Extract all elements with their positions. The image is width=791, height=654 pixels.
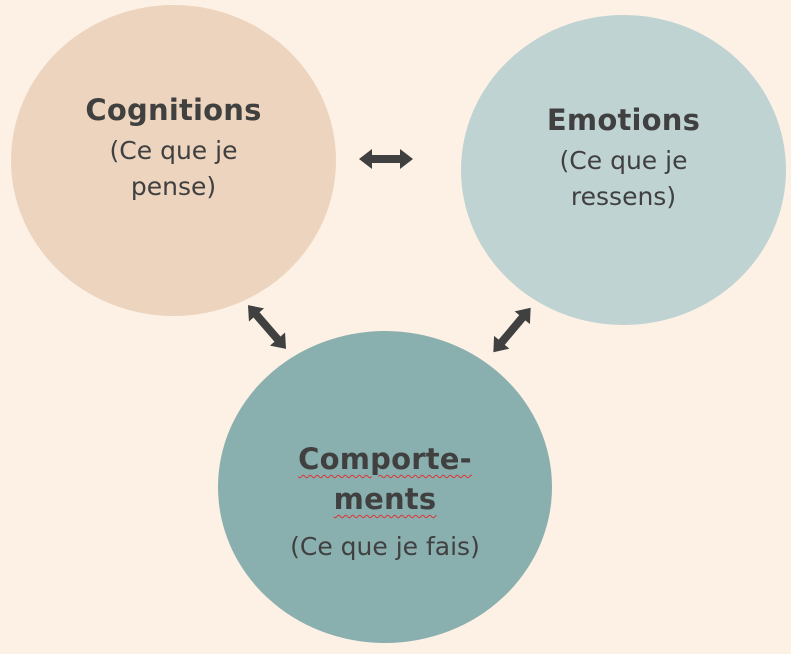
- comportements-title: Comporte- ments: [218, 439, 552, 519]
- cognitions-subtitle-line-2: pense): [130, 172, 217, 201]
- double-arrow-emotions-comportements: [493, 307, 531, 353]
- emotions-subtitle: (Ce que je ressens): [461, 143, 786, 215]
- cognitions-subtitle: (Ce que je pense): [11, 133, 336, 205]
- emotions-subtitle-line-1: (Ce que je: [559, 146, 688, 175]
- emotions-subtitle-line-2: ressens): [570, 182, 677, 211]
- double-arrow-cognitions-emotions: [359, 149, 413, 169]
- comportements-label: Comporte- ments (Ce que je fais): [218, 439, 552, 565]
- cognitions-circle: [11, 5, 336, 316]
- cognitions-label: Cognitions (Ce que je pense): [11, 96, 336, 205]
- emotions-label: Emotions (Ce que je ressens): [461, 106, 786, 215]
- comportements-title-line-2: ments: [333, 482, 437, 516]
- cognitions-title: Cognitions: [85, 93, 262, 127]
- comportements-title-line-1: Comporte-: [298, 442, 472, 476]
- emotions-circle: [461, 15, 786, 325]
- emotions-title: Emotions: [546, 103, 701, 137]
- comportements-circle: [218, 331, 552, 643]
- double-arrow-cognitions-comportements: [247, 305, 287, 349]
- comportements-subtitle: (Ce que je fais): [290, 532, 480, 561]
- cognitions-subtitle-line-1: (Ce que je: [109, 136, 238, 165]
